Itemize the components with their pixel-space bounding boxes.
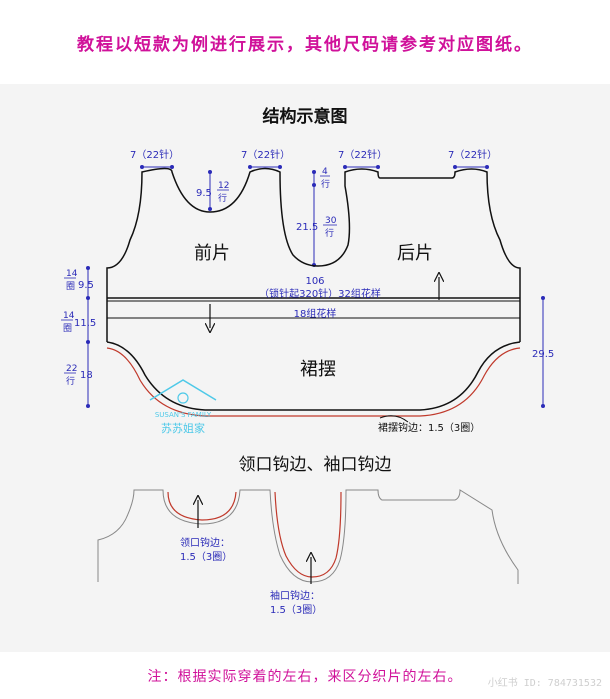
dimension-dots — [86, 165, 545, 408]
back-neck-depth: 4 — [322, 167, 328, 177]
neck-edge-outline — [167, 491, 237, 521]
right-measure: 29.5 — [532, 349, 554, 360]
footer-note: 注：根据实际穿着的左右，来区分织片的左右。 — [147, 669, 463, 685]
shoulder-label-3: 7（22针） — [338, 148, 387, 161]
watermark: 小红书 ID: 784731532 — [487, 678, 602, 689]
left-row-unit-1: 圈 — [66, 281, 75, 292]
neck-row-unit: 行 — [218, 192, 227, 204]
hem-edging-label: 裙摆钩边：1.5（3圈） — [378, 421, 480, 434]
skirt-outline — [106, 341, 521, 411]
left-rows-3: 22 — [66, 364, 77, 374]
sleeve-edge-outline — [274, 491, 342, 578]
pattern-groups: 18组花样 — [294, 307, 337, 320]
armhole-rows: 30 — [325, 216, 337, 226]
neck-depth: 9.5 — [196, 188, 212, 199]
shoulder-label-2: 7（22针） — [241, 148, 290, 161]
left-row-unit-2: 圈 — [63, 323, 72, 334]
left-rows-2: 14 — [63, 311, 75, 321]
neck-edging-value: 1.5（3圈） — [180, 551, 232, 563]
susan-family-logo: SUSAN'S FAMILY 苏苏姐家 — [149, 379, 217, 435]
bodice-outline — [106, 167, 521, 298]
width-total: 106 — [305, 276, 324, 287]
diagram-panel — [0, 84, 610, 652]
shoulder-label-4: 7（22针） — [448, 148, 497, 161]
sleeve-edging-label: 袖口钩边： — [270, 589, 320, 602]
left-measure-1: 9.5 — [78, 280, 94, 291]
left-row-unit-3: 行 — [66, 375, 75, 387]
back-neck-row-unit: 行 — [321, 178, 330, 190]
back-piece-label: 后片 — [397, 243, 433, 264]
top-banner: 教程以短款为例进行展示，其他尺码请参考对应图纸。 — [0, 0, 610, 84]
neck-edging-label: 领口钩边： — [180, 536, 230, 549]
edging-outline — [97, 489, 519, 584]
skirt-edge-outline — [106, 347, 521, 417]
armhole-depth: 21.5 — [296, 222, 318, 233]
bottom-banner: 注：根据实际穿着的左右，来区分织片的左右。 小红书 ID: 784731532 — [0, 652, 610, 699]
logo-cn: 苏苏姐家 — [161, 421, 205, 435]
sleeve-edging-value: 1.5（3圈） — [270, 604, 322, 616]
left-measure-2: 11.5 — [74, 318, 96, 329]
diagram-title: 结构示意图 — [263, 106, 348, 127]
top-note: 教程以短款为例进行展示，其他尺码请参考对应图纸。 — [77, 35, 533, 55]
skirt-label: 裙摆 — [300, 359, 336, 380]
logo-name: SUSAN'S FAMILY — [155, 411, 212, 419]
edging-title: 领口钩边、袖口钩边 — [239, 455, 392, 475]
shoulder-label-1: 7（22针） — [130, 148, 179, 161]
neck-rows: 12 — [218, 181, 229, 191]
front-piece-label: 前片 — [194, 243, 230, 264]
armhole-row-unit: 行 — [325, 227, 334, 239]
cast-on-note: （锁针起320针）32组花样 — [259, 287, 381, 300]
left-measure-3: 18 — [80, 370, 93, 381]
left-rows-1: 14 — [66, 269, 78, 279]
